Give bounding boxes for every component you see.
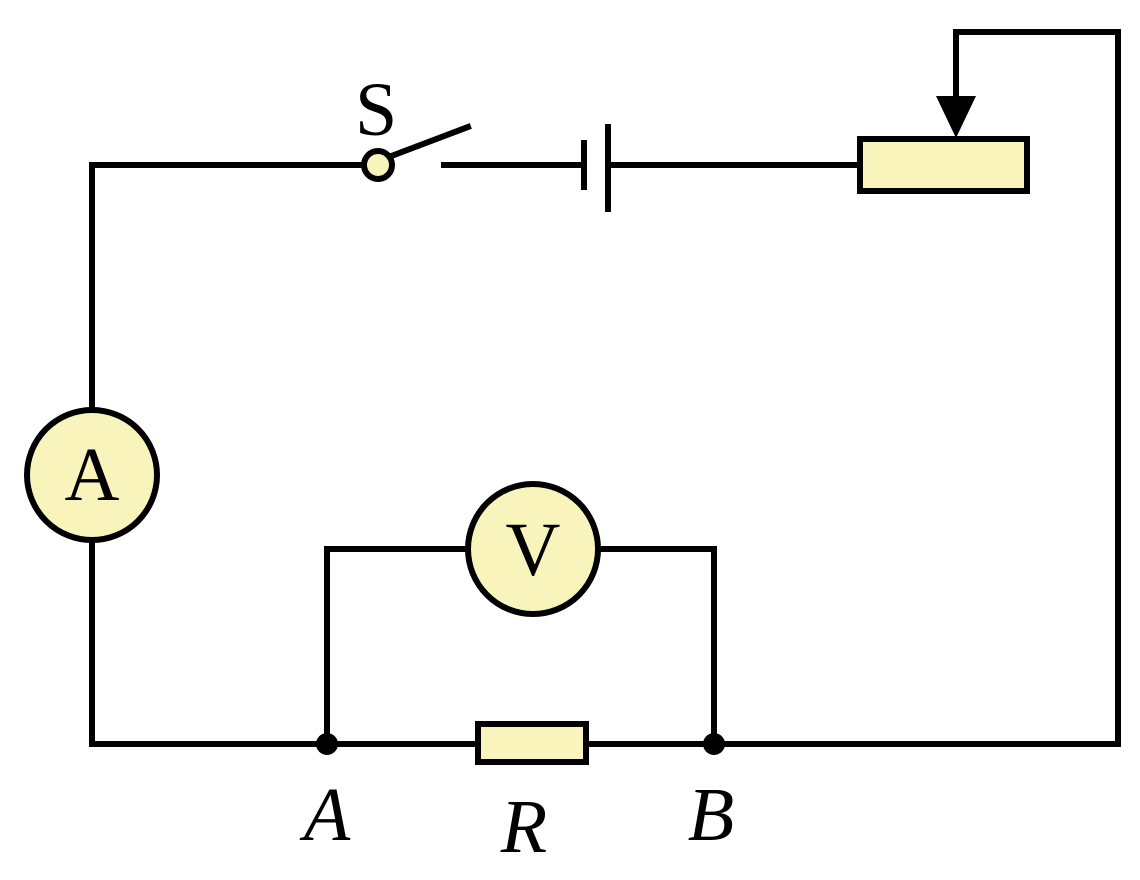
node-a-label: A: [299, 773, 351, 857]
rheostat: [857, 96, 1030, 194]
node-a: A: [299, 733, 351, 857]
switch-lever: [382, 123, 472, 162]
wire-left-bottom: [89, 537, 481, 747]
node-b-dot: [703, 733, 725, 755]
wires: [89, 29, 1121, 747]
voltmeter: V: [465, 481, 601, 617]
node-b: B: [688, 733, 734, 857]
rheostat-slider-arrowhead: [936, 96, 976, 138]
wire-right-loop: [711, 29, 1121, 747]
switch: S: [355, 68, 472, 182]
battery: [581, 124, 611, 212]
ammeter-label: A: [65, 433, 120, 517]
resistor: R: [475, 721, 589, 869]
ammeter-body: [24, 407, 160, 543]
voltmeter-label: V: [506, 508, 561, 592]
rheostat-body: [857, 136, 1030, 194]
node-a-dot: [316, 733, 338, 755]
switch-pivot: [361, 148, 395, 182]
wire-left-top: [89, 162, 369, 413]
resistor-body: [475, 721, 589, 765]
voltmeter-body: [465, 481, 601, 617]
resistor-label: R: [500, 785, 547, 869]
switch-label: S: [355, 68, 397, 152]
ammeter: A: [24, 407, 160, 543]
wire-voltmeter-branch: [324, 546, 717, 747]
node-b-label: B: [688, 773, 734, 857]
